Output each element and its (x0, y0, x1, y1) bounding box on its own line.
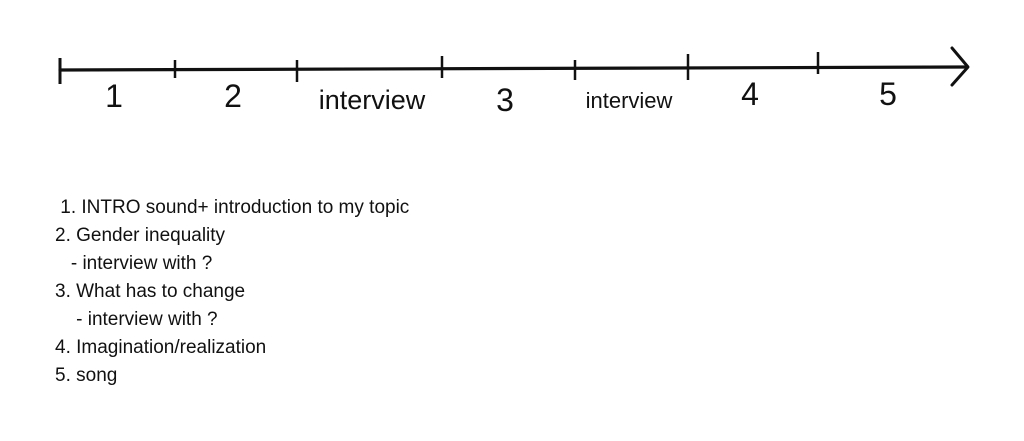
timeline-segment-label: 1 (105, 78, 123, 114)
notes-item: 2. Gender inequality (55, 225, 226, 246)
timeline-segment-label: 5 (879, 76, 897, 112)
timeline-segment-label: interview (318, 85, 426, 115)
notes-item: - interview with ? (55, 309, 218, 330)
timeline (58, 46, 970, 87)
notes-item: 3. What has to change (55, 281, 246, 302)
timeline-axis (58, 65, 968, 72)
notes-item: 1. INTRO sound+ introduction to my topic (55, 197, 410, 218)
timeline-segment-label: 4 (741, 76, 759, 112)
notes-item: 4. Imagination/realization (55, 337, 267, 358)
timeline-segment-label: 2 (224, 78, 242, 114)
timeline-segment-label: interview (585, 88, 673, 113)
notes-list: 1. INTRO sound+ introduction to my topic… (55, 194, 409, 390)
notes-item: - interview with ? (55, 253, 213, 274)
timeline-segment-label: 3 (496, 82, 514, 118)
notes-item: 5. song (55, 365, 118, 386)
timeline-arrowhead (950, 46, 970, 87)
